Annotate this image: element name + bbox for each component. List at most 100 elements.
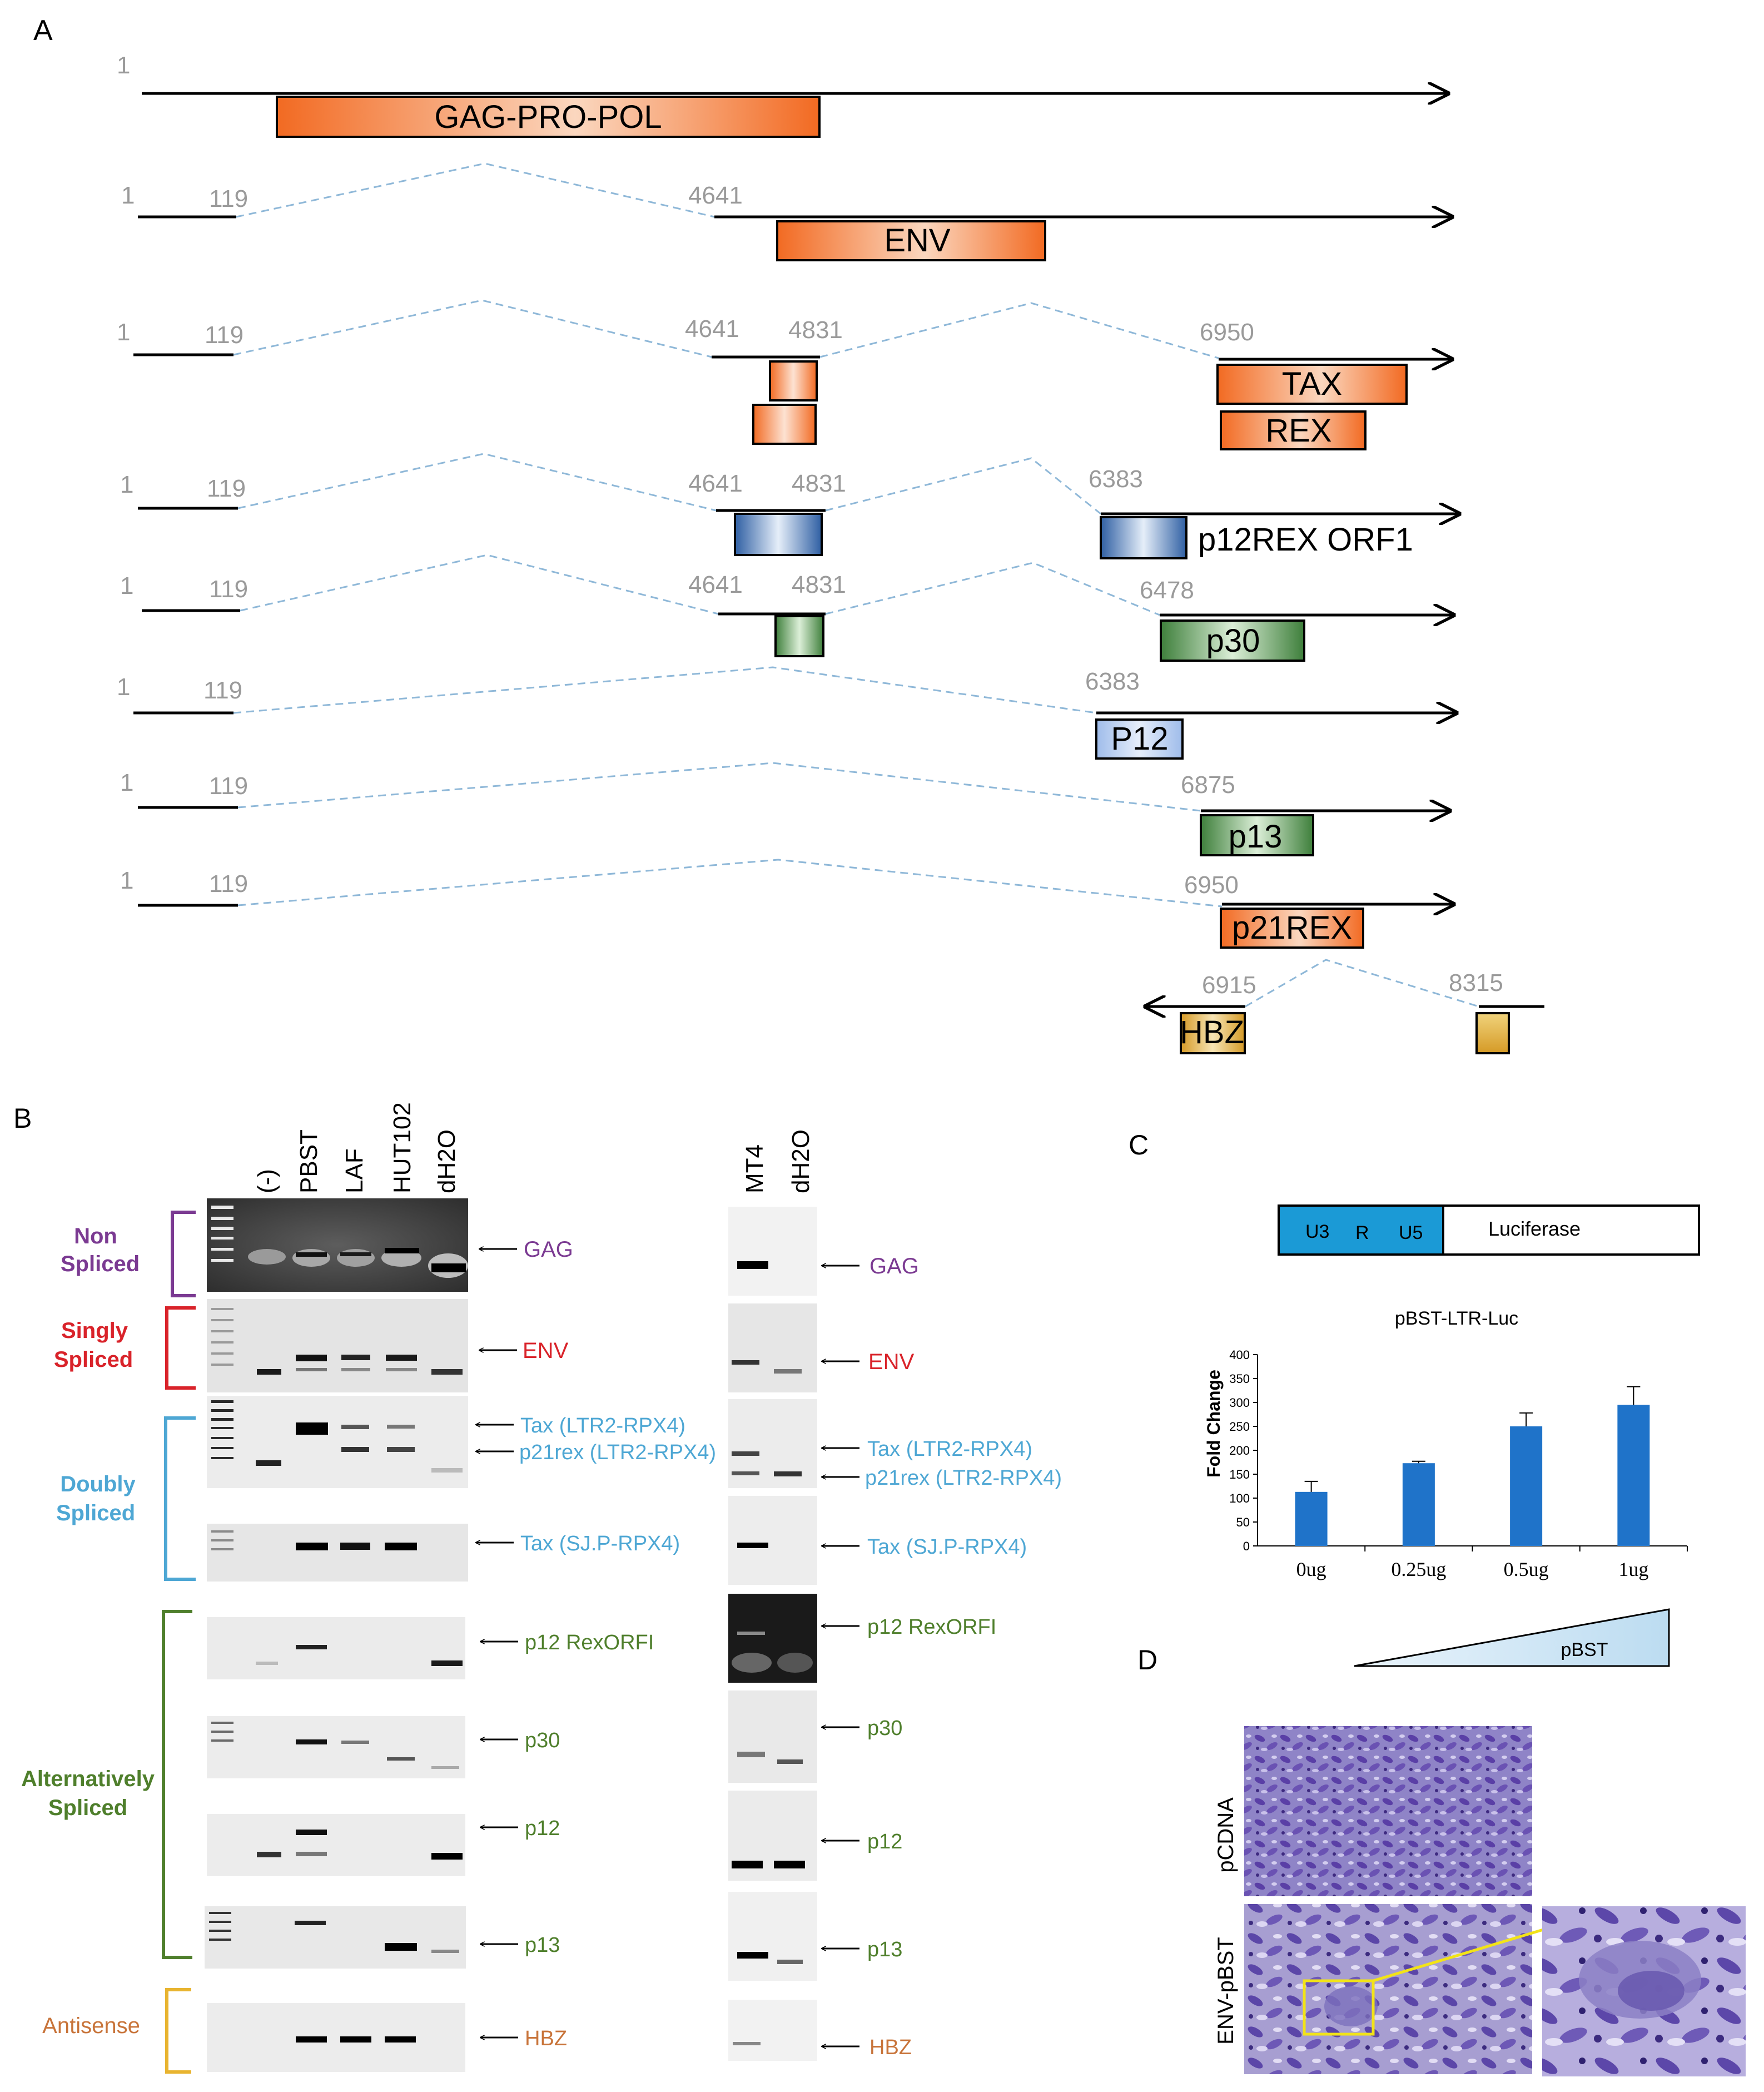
construct-u5: U5 [1399, 1222, 1423, 1243]
row3-start: 1 [117, 319, 130, 346]
row7-exon1-end: 119 [209, 772, 248, 800]
gels-right [728, 1207, 817, 2061]
row3-exon2-end: 4831 [788, 316, 843, 344]
error-bar [1412, 1460, 1425, 1464]
group-singly-label: Singly [61, 1318, 128, 1343]
row7-start: 1 [120, 769, 133, 796]
row5-exon3-start: 6478 [1140, 577, 1194, 604]
orf-p30-label: p30 [1206, 623, 1260, 659]
bar [1617, 1405, 1650, 1546]
orf-tax-label: TAX [1282, 366, 1343, 402]
error-bar [1304, 1480, 1318, 1492]
group-spliced-1: Spliced [61, 1252, 140, 1276]
row7-exon2-start: 6875 [1181, 771, 1235, 799]
transcript-gag-pro-pol: 1 GAG-PRO-POL [117, 52, 1448, 138]
orf-p21rex [1220, 908, 1364, 949]
label-tax-ltr-left: Tax (LTR2-RPX4) [520, 1414, 685, 1437]
construct-u3: U3 [1305, 1221, 1329, 1242]
orf-gag-pro-pol-label: GAG-PRO-POL [434, 99, 662, 135]
row2-exon1-end: 119 [209, 185, 248, 212]
y-tick-label: 100 [1229, 1491, 1250, 1505]
group-doubly-label: Doubly [60, 1472, 136, 1496]
orf-p13 [1200, 814, 1314, 856]
orf-p12-label: P12 [1111, 721, 1168, 757]
row9-exon-a: 6915 [1202, 971, 1256, 999]
x-tick-label: 0ug [1296, 1558, 1326, 1580]
micrograph-pcdna [1244, 1726, 1532, 1896]
row5-exon2-end: 4831 [792, 571, 846, 598]
group-non-spliced: Non Spliced [61, 1211, 196, 1297]
row3-exon2-start: 4641 [685, 315, 739, 343]
orf-tax [1216, 364, 1408, 405]
orf-p12 [1095, 718, 1184, 760]
lane-dh2o-right: dH2O [787, 1129, 814, 1193]
bar [1295, 1491, 1328, 1546]
label-p13-left: p13 [525, 1934, 560, 1957]
orf-env [776, 220, 1046, 261]
row-label-env-pbst: ENV-pBST [1214, 1937, 1238, 2044]
orf-rex [1220, 410, 1367, 450]
y-tick-label: 250 [1229, 1420, 1250, 1434]
orf-p21rex-label: p21REX [1232, 910, 1352, 946]
gels-left [205, 1198, 468, 2072]
transcript-p12rex-orf1: 1 119 4641 4831 6383 p12REX ORF1 [120, 453, 1459, 559]
label-p12rex-left: p12 RexORFI [525, 1631, 654, 1654]
row5-exon2-start: 4641 [688, 571, 743, 598]
label-tax-sjp-left: Tax (SJ.P-RPX4) [520, 1532, 680, 1555]
panel-b-label: B [13, 1103, 32, 1134]
row4-start: 1 [120, 471, 133, 498]
row8-exon1-end: 119 [209, 870, 248, 898]
label-tax-ltr-right: Tax (LTR2-RPX4) [867, 1437, 1032, 1461]
band-labels-right: GAG ENV Tax (LTR2-RPX4) p21rex (LTR2-RPX… [822, 1254, 1062, 2059]
label-hbz-right: HBZ [869, 2036, 912, 2059]
panel-d-label: D [1137, 1644, 1157, 1675]
orf-p12rex-orf1 [1100, 516, 1187, 559]
lane-headers-right: MT4 dH2O [741, 1129, 814, 1193]
label-gag-right: GAG [869, 1254, 919, 1278]
y-tick-label: 350 [1229, 1372, 1250, 1386]
orf-env-label: ENV [884, 222, 951, 259]
band-labels-left: GAG ENV Tax (LTR2-RPX4) p21rex (LTR2-RPX… [476, 1237, 716, 2050]
label-env-left: ENV [523, 1339, 569, 1363]
group-alternative: Alternatively Spliced [21, 1610, 192, 1959]
label-tax-sjp-right: Tax (SJ.P-RPX4) [867, 1535, 1027, 1559]
transcript-p21rex: 1 119 6950 p21REX [120, 859, 1454, 949]
orf-p30 [1160, 619, 1305, 662]
bar [1510, 1426, 1543, 1546]
panel-c-label: C [1129, 1129, 1149, 1161]
label-p13-right: p13 [867, 1938, 902, 1961]
row5-exon1-end: 119 [209, 576, 248, 603]
bar-chart: pBST-LTR-Luc Fold Change 050100150200250… [1204, 1308, 1688, 1580]
label-p21rex-ltr-left: p21rex (LTR2-RPX4) [519, 1441, 716, 1464]
lane-headers-left: (-) PBST LAF HUT102 dH2O [253, 1102, 460, 1193]
y-tick-label: 50 [1236, 1515, 1250, 1529]
y-tick-label: 400 [1229, 1348, 1250, 1362]
row6-exon1-end: 119 [203, 677, 242, 704]
label-hbz-left: HBZ [525, 2027, 567, 2050]
zoom-box [1303, 1979, 1375, 2036]
y-tick-label: 300 [1229, 1396, 1250, 1410]
label-p12rex-right: p12 RexORFI [867, 1615, 996, 1639]
row8-start: 1 [120, 867, 133, 894]
y-tick-label: 150 [1229, 1468, 1250, 1481]
row3-exon3-start: 6950 [1200, 319, 1254, 346]
group-singly: Singly Spliced [54, 1306, 196, 1390]
row2-start: 1 [121, 182, 135, 209]
lane-hut102: HUT102 [389, 1102, 416, 1193]
orf-gag-pro-pol [276, 96, 821, 138]
ltr-luc-construct: U3 R U5 Luciferase [1278, 1204, 1700, 1256]
lane-neg: (-) [253, 1169, 280, 1193]
label-gag-left: GAG [524, 1237, 573, 1262]
transcript-p13: 1 119 6875 p13 [120, 762, 1450, 856]
label-p30-right: p30 [867, 1717, 902, 1740]
transcript-hbz: 6915 8315 HBZ [1145, 959, 1544, 1054]
group-doubly: Doubly Spliced [56, 1416, 196, 1581]
group-antisense: Antisense [42, 1988, 191, 2074]
group-antisense-label: Antisense [42, 2014, 140, 2038]
transcript-p30: 1 119 4641 4831 6478 p30 [120, 554, 1454, 662]
row2-exon2-start: 4641 [688, 182, 743, 209]
row6-exon2-start: 6383 [1085, 668, 1140, 695]
x-tick-label: 0.25ug [1391, 1558, 1446, 1580]
label-p12-right: p12 [867, 1830, 902, 1853]
error-bar [1627, 1386, 1641, 1405]
